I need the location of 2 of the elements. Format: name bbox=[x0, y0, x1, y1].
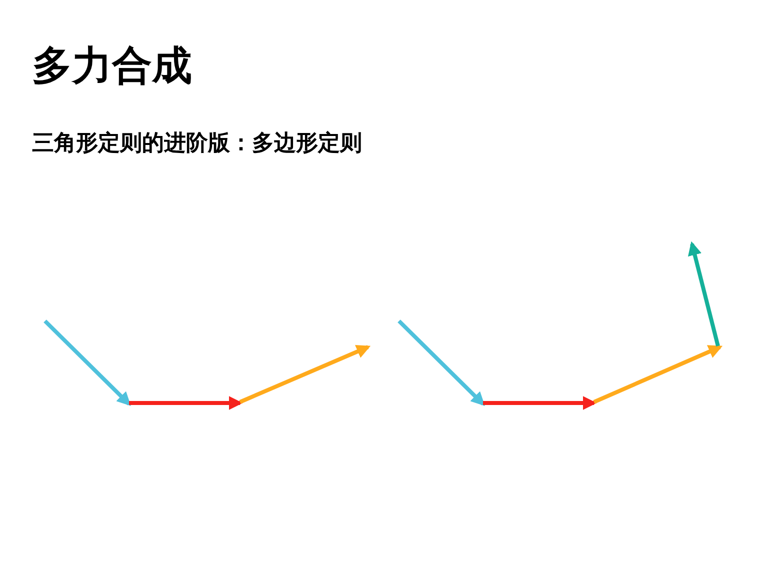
subtitle: 三角形定则的进阶版：多边形定则 bbox=[32, 130, 362, 158]
slide-title: 多力合成 bbox=[32, 42, 192, 91]
